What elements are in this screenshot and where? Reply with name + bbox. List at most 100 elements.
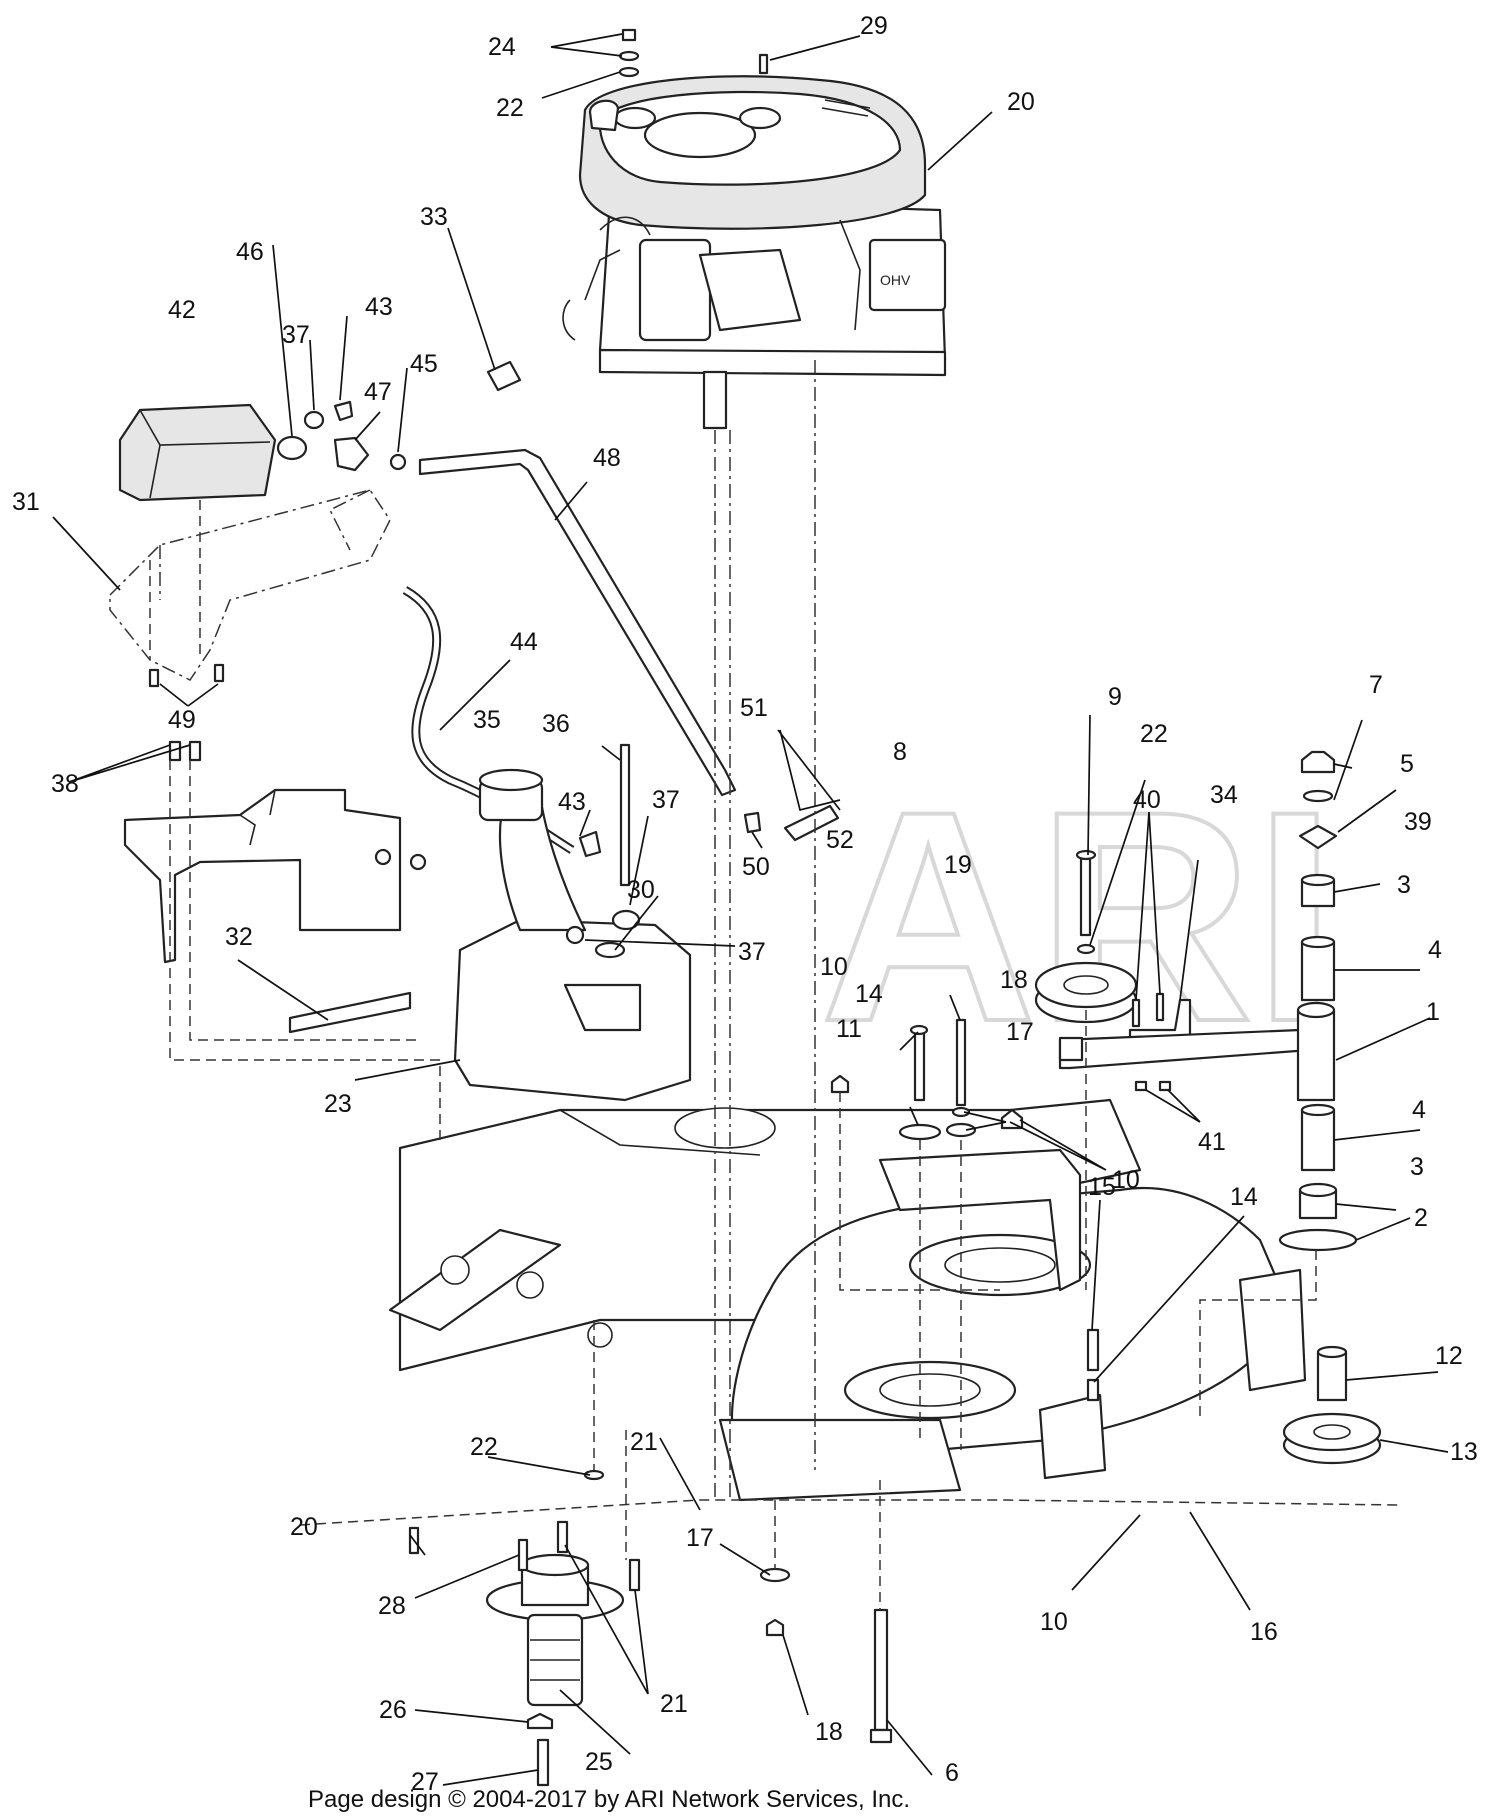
- baffle[interactable]: [878, 1148, 1082, 1292]
- cover-42[interactable]: [118, 403, 277, 502]
- valve-47[interactable]: [333, 436, 370, 472]
- callout-39: 39: [1404, 808, 1432, 836]
- callout-37-top: 37: [282, 321, 310, 349]
- washer-22-bottom[interactable]: [583, 1469, 605, 1481]
- engine-top-hardware[interactable]: [618, 28, 769, 78]
- engine[interactable]: OHV: [562, 75, 947, 430]
- callout-29: 29: [860, 12, 888, 40]
- callout-5: 5: [1400, 750, 1414, 778]
- callout-numbers: 24 22 29 20 33 46 42 37 43 45 47 48 31 4…: [12, 12, 1478, 1796]
- bolt-9[interactable]: [1079, 853, 1092, 937]
- callout-22-right: 22: [1140, 720, 1168, 748]
- fuel-cap-35[interactable]: [478, 768, 544, 822]
- callout-34: 34: [1210, 781, 1238, 809]
- callout-48: 48: [593, 444, 621, 472]
- mount-bracket[interactable]: [123, 740, 427, 964]
- nut-18-bottom[interactable]: [765, 1618, 785, 1637]
- nut-10[interactable]: [830, 1074, 850, 1094]
- callout-35: 35: [473, 706, 501, 734]
- bolt-40b[interactable]: [1155, 992, 1165, 1022]
- nut-41a[interactable]: [1134, 1080, 1148, 1092]
- leader-lines: [52, 33, 1449, 1786]
- callout-20: 20: [1007, 88, 1035, 116]
- washer-46[interactable]: [276, 435, 308, 461]
- fitting-43-top[interactable]: [333, 400, 354, 422]
- callout-14-right: 14: [1230, 1183, 1258, 1211]
- callout-43-top: 43: [365, 293, 393, 321]
- nut-10b[interactable]: [1000, 1108, 1024, 1130]
- callout-12: 12: [1435, 1342, 1463, 1370]
- clamp-45[interactable]: [389, 453, 407, 471]
- callout-9: 9: [1108, 683, 1122, 711]
- callout-26: 26: [379, 1696, 407, 1724]
- idler-pulley[interactable]: [1034, 961, 1138, 1024]
- callout-17-low: 17: [686, 1524, 714, 1552]
- washer-22[interactable]: [1076, 943, 1096, 955]
- fitting-43[interactable]: [578, 830, 602, 858]
- cutting-deck[interactable]: [718, 1186, 1307, 1502]
- bushing-37-top[interactable]: [303, 410, 325, 430]
- callout-14: 14: [855, 980, 883, 1008]
- idler-arm-1[interactable]: [1058, 1028, 1312, 1070]
- bolt-27[interactable]: [536, 1738, 550, 1787]
- callout-4-low: 4: [1412, 1096, 1426, 1124]
- callout-49: 49: [168, 706, 196, 734]
- deck-edge: [299, 1499, 1401, 1526]
- callout-41: 41: [1198, 1128, 1226, 1156]
- bolt-6[interactable]: [873, 1608, 889, 1732]
- bolt-14[interactable]: [913, 1028, 926, 1102]
- callout-37-low: 37: [738, 938, 766, 966]
- spindle-25[interactable]: [485, 1553, 625, 1707]
- callout-1: 1: [1426, 998, 1440, 1026]
- gauge-rod-36[interactable]: [619, 743, 631, 887]
- callout-27: 27: [411, 1768, 439, 1796]
- callout-22-top: 22: [496, 94, 524, 122]
- callout-40: 40: [1133, 786, 1161, 814]
- fuel-tank-23[interactable]: [453, 793, 692, 1102]
- fitting-33[interactable]: [486, 360, 522, 392]
- nut-18[interactable]: [951, 1106, 971, 1118]
- callout-17: 17: [1006, 1018, 1034, 1046]
- bracket-31[interactable]: [109, 489, 391, 681]
- copyright-footer: Page design © 2004-2017 by ARI Network S…: [308, 1786, 911, 1813]
- bolt-14b[interactable]: [1086, 1378, 1100, 1402]
- nut-26[interactable]: [526, 1712, 554, 1730]
- callout-50: 50: [742, 853, 770, 881]
- callout-10-right: 10: [1112, 1166, 1140, 1194]
- callout-6: 6: [945, 1759, 959, 1787]
- washer-17[interactable]: [945, 1122, 977, 1138]
- callout-46: 46: [236, 238, 264, 266]
- callout-20-low: 20: [290, 1513, 318, 1541]
- callout-15: 15: [1088, 1173, 1116, 1201]
- callout-47: 47: [364, 378, 392, 406]
- bolt-21b[interactable]: [628, 1558, 641, 1592]
- callout-18: 18: [1000, 966, 1028, 994]
- bolt-19[interactable]: [955, 1018, 967, 1107]
- bolt-40a[interactable]: [1131, 998, 1141, 1028]
- grommet-37-b[interactable]: [565, 925, 585, 945]
- pivot-hardware-bottom[interactable]: [1278, 1103, 1358, 1252]
- grommet-37[interactable]: [611, 909, 641, 931]
- spacer-12[interactable]: [1316, 1350, 1348, 1402]
- callout-22-low: 22: [470, 1433, 498, 1461]
- callout-7: 7: [1369, 671, 1383, 699]
- bolt-15[interactable]: [1086, 1328, 1100, 1372]
- pulley-13[interactable]: [1282, 1412, 1382, 1465]
- svg-text:OHV: OHV: [880, 272, 911, 288]
- callout-25: 25: [585, 1748, 613, 1776]
- washer-17-bottom[interactable]: [759, 1567, 791, 1583]
- callout-18-low: 18: [815, 1718, 843, 1746]
- fuel-line-48[interactable]: [418, 448, 737, 797]
- nut-41b[interactable]: [1158, 1080, 1172, 1092]
- pad-32[interactable]: [288, 991, 412, 1034]
- callout-8: 8: [893, 738, 907, 766]
- callout-2: 2: [1414, 1204, 1428, 1232]
- callout-11: 11: [836, 1015, 862, 1043]
- callout-45: 45: [410, 350, 438, 378]
- pivot-hardware-top[interactable]: [1298, 750, 1338, 1002]
- bolt-21a[interactable]: [556, 1520, 569, 1554]
- washer-11[interactable]: [898, 1123, 942, 1141]
- callout-52: 52: [826, 826, 854, 854]
- fitting-50[interactable]: [743, 811, 762, 834]
- pin-28[interactable]: [517, 1538, 529, 1572]
